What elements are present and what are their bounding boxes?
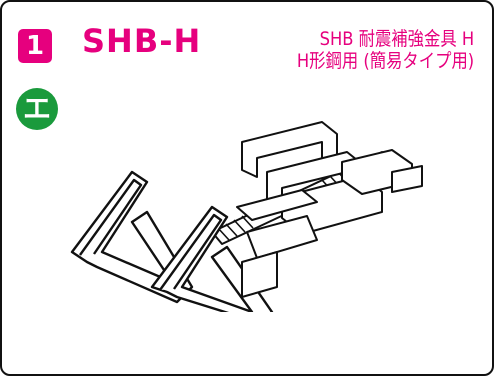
product-description: SHB 耐震補強金具 H H形鋼用 (簡易タイプ用) <box>297 28 474 72</box>
description-line-2: H形鋼用 (簡易タイプ用) <box>296 50 474 72</box>
item-number-badge: 1 <box>18 29 52 63</box>
bracket-illustration <box>70 121 423 312</box>
base-block-icon <box>241 251 278 298</box>
type-marker-circle: エ <box>16 88 58 130</box>
nut-clamp-icon <box>341 149 423 195</box>
zigzag-wire-icon <box>70 170 274 312</box>
description-line-1: SHB 耐震補強金具 H <box>319 28 474 50</box>
product-code: SHB-H <box>82 22 202 60</box>
